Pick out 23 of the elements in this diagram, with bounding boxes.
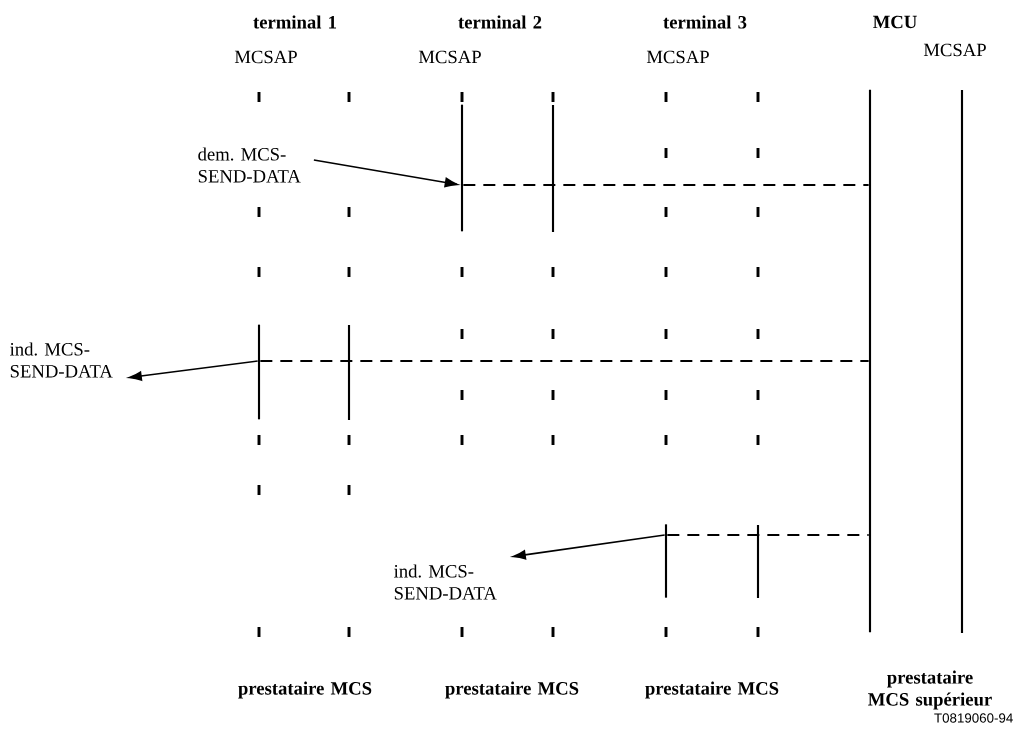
arrow [128, 360, 259, 381]
column-heading: terminal 2 [458, 15, 542, 29]
column-heading: terminal 1 [253, 15, 337, 29]
primitive-label: ind. MCS-SEND-DATA [394, 564, 497, 600]
vertical-bar [868, 89, 872, 633]
primitive-label: dem. MCS-SEND-DATA [198, 147, 301, 183]
figure-code: T0819060-94 [934, 713, 1013, 723]
vertical-bar [257, 324, 261, 420]
column-heading: terminal 3 [663, 15, 747, 29]
sap-label: MCSAP [923, 43, 986, 57]
column-heading: prestataire MCS supérieur [868, 670, 992, 710]
column-heading: prestataire MCS [238, 681, 372, 699]
column-heading: MCU [873, 15, 917, 29]
arrow [512, 534, 666, 560]
column-heading: prestataire MCS [645, 681, 779, 699]
column-heading: prestataire MCS [445, 681, 579, 699]
vertical-bar [664, 524, 668, 598]
sap-label: MCSAP [234, 50, 297, 64]
sap-label: MCSAP [418, 50, 481, 64]
vertical-bar [460, 104, 464, 232]
arrow [313, 159, 458, 188]
primitive-label: ind. MCS-SEND-DATA [10, 342, 113, 378]
sap-label: MCSAP [646, 50, 709, 64]
